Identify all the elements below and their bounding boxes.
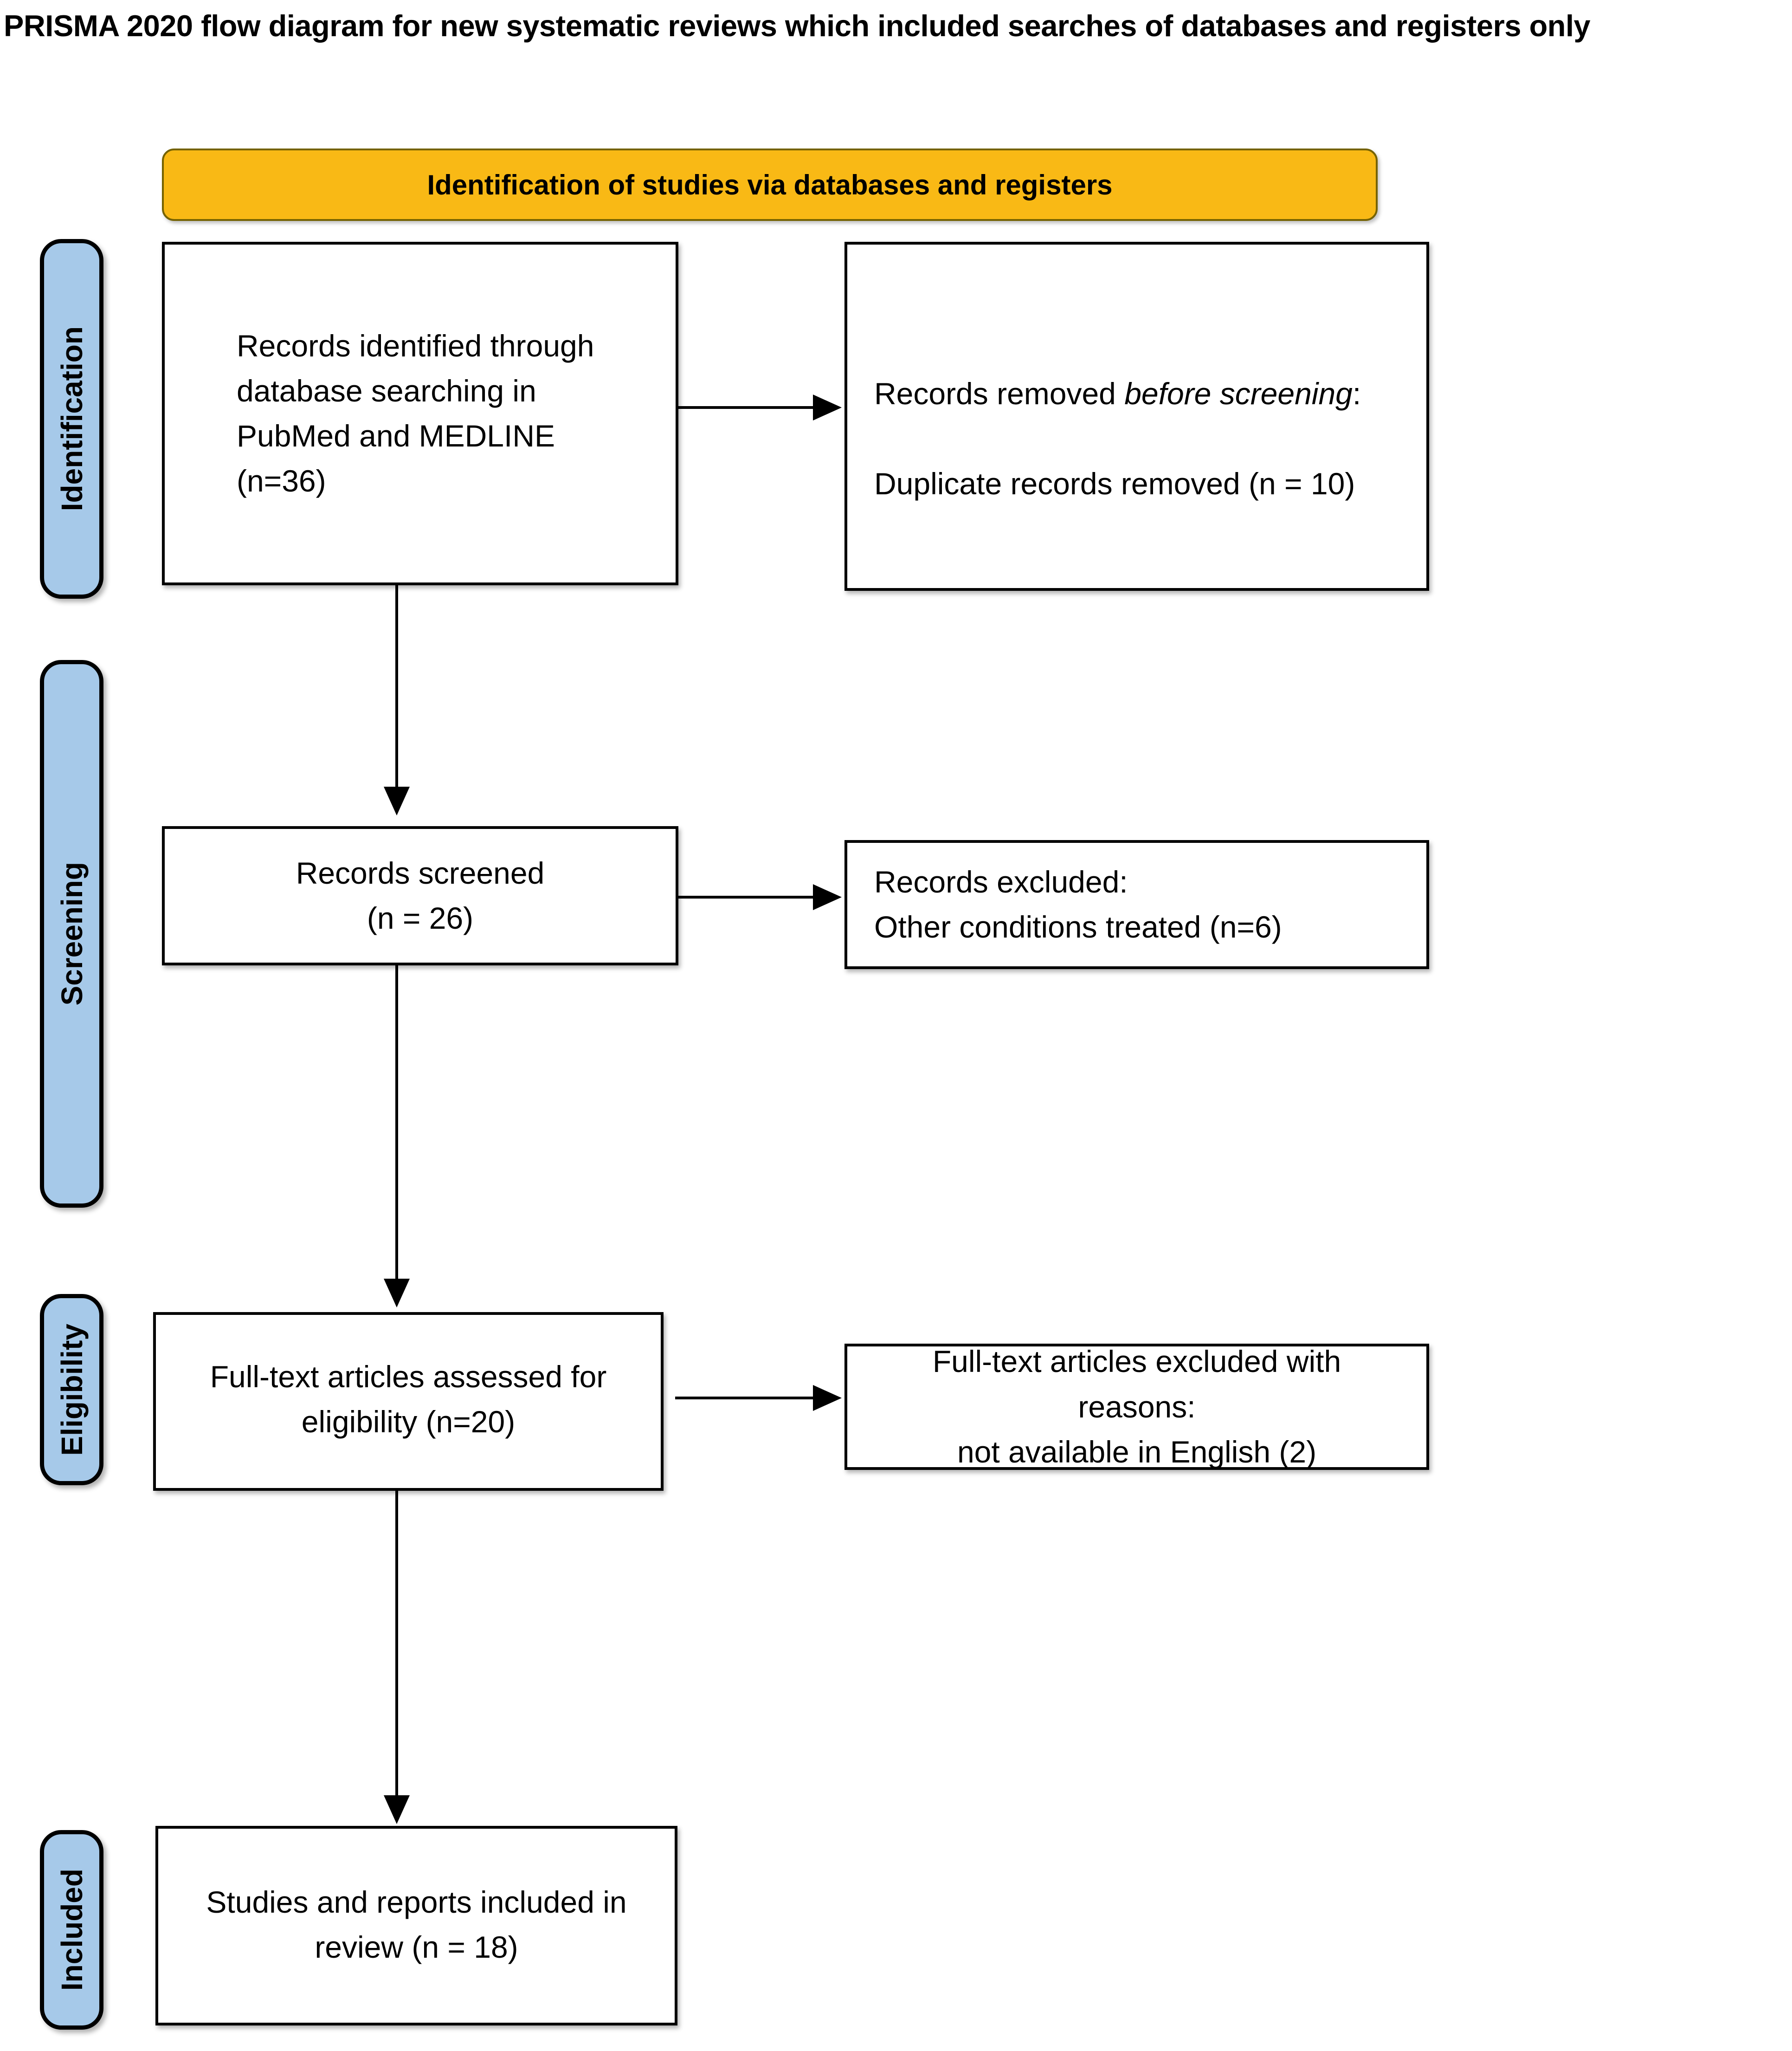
box-records-identified: Records identified through database sear… bbox=[162, 242, 678, 585]
arrow-line bbox=[395, 585, 398, 789]
banner-label: Identification of studies via databases … bbox=[427, 169, 1113, 201]
records-removed-line1-italic: before screening bbox=[1124, 376, 1353, 411]
arrow-line bbox=[678, 896, 816, 899]
box-records-removed: Records removed before screening: Duplic… bbox=[844, 242, 1429, 591]
box-records-screened: Records screened (n = 26) bbox=[162, 826, 678, 965]
arrowhead-down-icon bbox=[384, 1795, 410, 1824]
page-title: PRISMA 2020 flow diagram for new systema… bbox=[4, 9, 1591, 43]
box-records-excluded-text: Records excluded: Other conditions treat… bbox=[874, 864, 1282, 944]
stage-identification-label: Identification bbox=[55, 326, 89, 511]
arrowhead-down-icon bbox=[384, 787, 410, 815]
arrowhead-right-icon bbox=[813, 395, 842, 421]
records-removed-line1-prefix: Records removed bbox=[874, 376, 1125, 411]
records-removed-line1-suffix: : bbox=[1352, 376, 1361, 411]
arrowhead-down-icon bbox=[384, 1279, 410, 1307]
arrow-line bbox=[395, 965, 398, 1281]
box-fulltext-excluded: Full-text articles excluded with reasons… bbox=[844, 1344, 1429, 1470]
stage-included: Included bbox=[40, 1830, 103, 2030]
arrowhead-right-icon bbox=[813, 884, 842, 910]
box-fulltext-assessed-text: Full-text articles assessed for eligibil… bbox=[210, 1359, 607, 1439]
arrow-line bbox=[675, 1397, 816, 1399]
stage-included-label: Included bbox=[55, 1869, 89, 1991]
stage-eligibility: Eligibility bbox=[40, 1294, 103, 1485]
box-fulltext-excluded-text: Full-text articles excluded with reasons… bbox=[932, 1344, 1341, 1469]
box-included-review-text: Studies and reports included in review (… bbox=[206, 1885, 627, 1965]
box-fulltext-assessed: Full-text articles assessed for eligibil… bbox=[153, 1312, 664, 1491]
records-removed-line2: Duplicate records removed (n = 10) bbox=[874, 466, 1355, 501]
identification-banner: Identification of studies via databases … bbox=[162, 149, 1378, 221]
arrowhead-right-icon bbox=[813, 1385, 842, 1411]
box-records-removed-text: Records removed before screening: Duplic… bbox=[847, 326, 1426, 506]
stage-eligibility-label: Eligibility bbox=[55, 1323, 89, 1456]
arrow-line bbox=[678, 406, 816, 409]
box-records-identified-text: Records identified through database sear… bbox=[237, 328, 594, 498]
box-records-screened-text: Records screened (n = 26) bbox=[296, 855, 545, 935]
box-records-excluded: Records excluded: Other conditions treat… bbox=[844, 840, 1429, 969]
stage-screening: Screening bbox=[40, 660, 103, 1208]
box-included-review: Studies and reports included in review (… bbox=[155, 1826, 677, 2025]
stage-identification: Identification bbox=[40, 239, 103, 599]
arrow-line bbox=[395, 1491, 398, 1797]
stage-screening-label: Screening bbox=[55, 862, 89, 1006]
